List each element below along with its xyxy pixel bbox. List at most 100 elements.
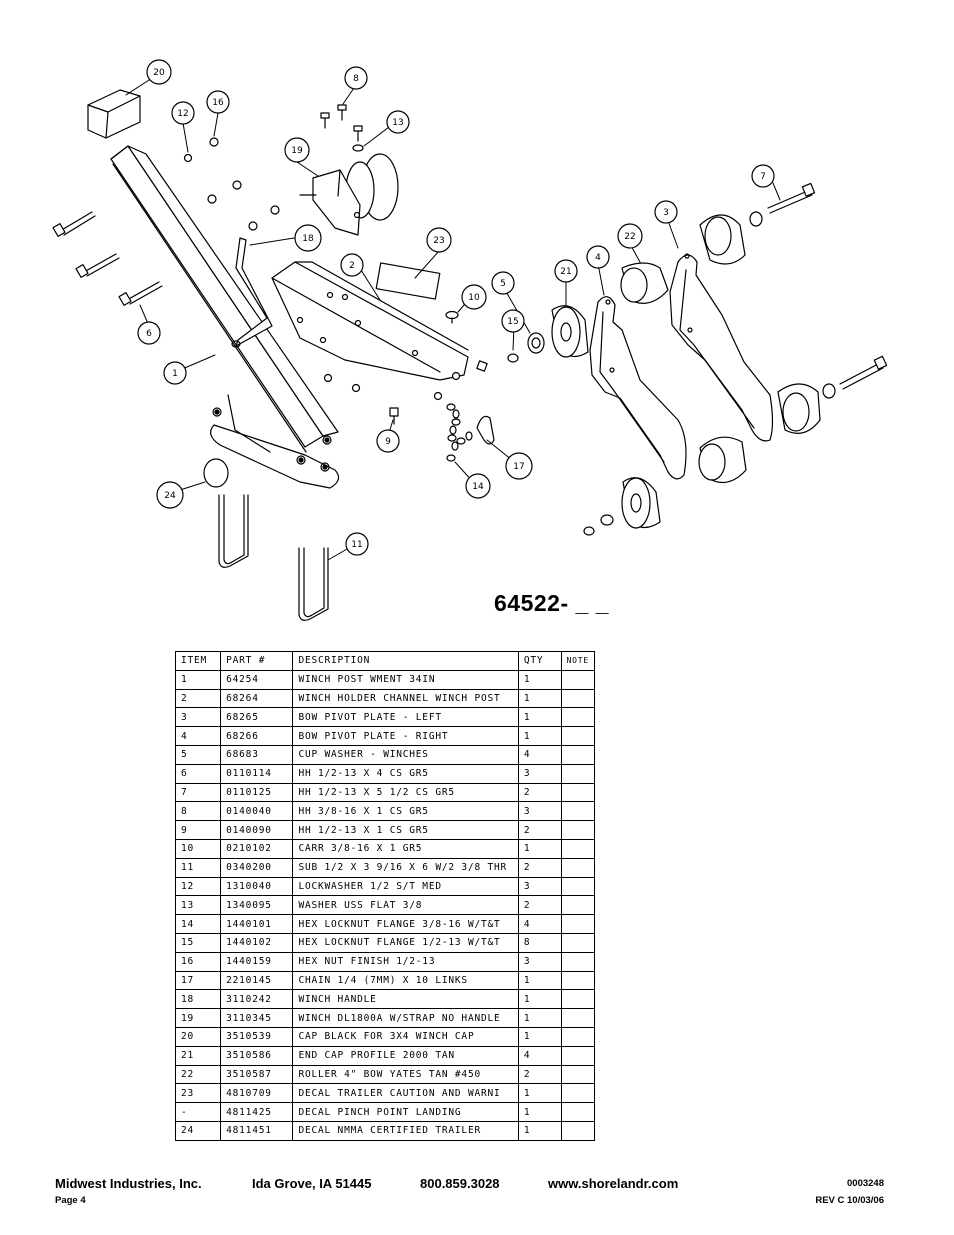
svg-text:11: 11 <box>351 540 362 550</box>
cell-part-number: 68683 <box>220 744 294 765</box>
cell-description: HH 1/2-13 X 4 CS GR5 <box>292 763 519 784</box>
callout-24: 24 <box>156 481 184 509</box>
cell-qty: 1 <box>517 1083 562 1104</box>
svg-text:13: 13 <box>392 118 403 128</box>
header-note: NOTE <box>560 651 595 671</box>
winch-handle <box>231 237 273 348</box>
cell-qty: 1 <box>517 669 562 690</box>
exploded-parts-diagram: 20 12 16 8 13 19 7 3 22 23 18 2 4 21 5 1… <box>52 59 888 621</box>
svg-text:17: 17 <box>513 462 524 472</box>
cell-item: 16 <box>174 951 222 972</box>
cell-item: 6 <box>174 763 222 784</box>
footer-company: Midwest Industries, Inc. <box>55 1176 202 1191</box>
callout-14: 14 <box>465 473 491 499</box>
cell-part-number: 1310040 <box>220 876 294 897</box>
header-item: ITEM <box>174 651 222 671</box>
cell-description: WASHER USS FLAT 3/8 <box>292 895 519 916</box>
callout-20: 20 <box>146 59 172 85</box>
cell-note <box>560 1026 595 1047</box>
cell-part-number: 1340095 <box>220 895 294 916</box>
cell-qty: 4 <box>517 744 562 765</box>
cell-part-number: 3110242 <box>220 989 294 1010</box>
cell-qty: 1 <box>517 1008 562 1028</box>
cell-qty: 1 <box>517 989 562 1010</box>
cell-note <box>560 820 595 840</box>
svg-text:22: 22 <box>624 232 635 242</box>
cell-description: HH 3/8-16 X 1 CS GR5 <box>292 801 519 822</box>
cell-qty: 4 <box>517 1045 562 1066</box>
callout-5: 5 <box>491 271 515 295</box>
svg-text:9: 9 <box>385 437 391 447</box>
svg-text:3: 3 <box>663 208 669 218</box>
callout-15: 15 <box>501 309 525 333</box>
callout-7: 7 <box>751 164 775 188</box>
svg-text:16: 16 <box>212 98 224 108</box>
cell-description: DECAL TRAILER CAUTION AND WARNI <box>292 1083 519 1104</box>
callout-10: 10 <box>461 284 487 310</box>
svg-text:10: 10 <box>468 293 480 303</box>
callout-21: 21 <box>554 259 578 283</box>
cell-part-number: 0210102 <box>220 838 294 859</box>
cell-item: 17 <box>174 970 222 991</box>
cell-item: 9 <box>174 820 222 840</box>
assembly-number: 64522- _ _ <box>494 590 609 616</box>
cell-part-number: 0140090 <box>220 820 294 840</box>
cell-part-number: 0110125 <box>220 782 294 803</box>
cell-description: CARR 3/8-16 X 1 GR5 <box>292 838 519 859</box>
cell-description: HH 1/2-13 X 5 1/2 CS GR5 <box>292 782 519 803</box>
cell-description: CAP BLACK FOR 3X4 WINCH CAP <box>292 1026 519 1047</box>
footer-revision: REV C 10/03/06 <box>815 1195 884 1206</box>
callout-23: 23 <box>426 227 452 253</box>
cell-item: 3 <box>174 707 222 728</box>
cell-item: 14 <box>174 914 222 934</box>
cell-qty: 2 <box>517 820 562 840</box>
cell-qty: 1 <box>517 726 562 746</box>
cell-note <box>560 857 595 878</box>
cell-description: HH 1/2-13 X 1 CS GR5 <box>292 820 519 840</box>
winch-post-cap <box>87 89 141 139</box>
cell-note <box>560 970 595 991</box>
cell-qty: 3 <box>517 763 562 784</box>
cell-part-number: 0340200 <box>220 857 294 878</box>
cell-item: 2 <box>174 688 222 709</box>
cell-note <box>560 801 595 822</box>
callout-17: 17 <box>505 452 533 480</box>
cell-note <box>560 914 595 934</box>
cell-qty: 1 <box>517 707 562 728</box>
cell-note <box>560 838 595 859</box>
callout-9: 9 <box>376 429 400 453</box>
cell-qty: 3 <box>517 801 562 822</box>
callout-19: 19 <box>284 137 310 163</box>
cell-qty: 2 <box>517 1064 562 1085</box>
nmma-decal <box>203 458 229 488</box>
svg-text:15: 15 <box>507 317 518 327</box>
cell-description: HEX LOCKNUT FLANGE 1/2-13 W/T&T <box>292 932 519 953</box>
cell-item: 10 <box>174 838 222 859</box>
header-description: DESCRIPTION <box>292 651 519 671</box>
cell-part-number: 1440101 <box>220 914 294 934</box>
cell-qty: 1 <box>517 970 562 991</box>
cell-item: 15 <box>174 932 222 953</box>
cell-qty: 3 <box>517 951 562 972</box>
cell-note <box>560 989 595 1010</box>
cell-qty: 1 <box>517 1102 562 1122</box>
cell-description: DECAL PINCH POINT LANDING <box>292 1102 519 1122</box>
svg-text:23: 23 <box>433 236 444 246</box>
cell-part-number: 4810709 <box>220 1083 294 1104</box>
cell-note <box>560 951 595 972</box>
cell-description: SUB 1/2 X 3 9/16 X 6 W/2 3/8 THR <box>292 857 519 878</box>
header-part-number: PART # <box>220 651 294 671</box>
